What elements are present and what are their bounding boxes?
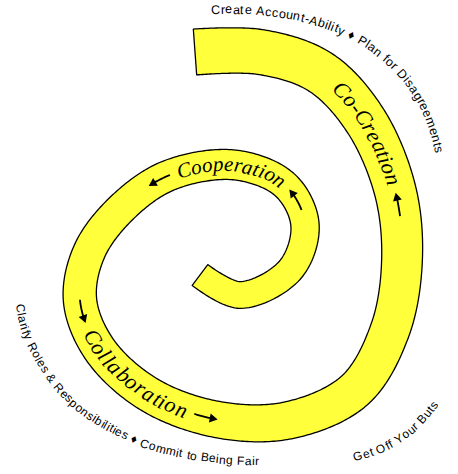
spiral-ribbon (63, 28, 423, 442)
letter: n (219, 452, 227, 467)
letter: t (178, 446, 184, 461)
letter: C (211, 3, 221, 18)
letter: o (189, 448, 198, 463)
letter: r (220, 2, 225, 17)
flow-arrow (194, 414, 217, 423)
arrow-head (289, 189, 297, 198)
letter: t (240, 3, 244, 18)
arrow-head (149, 178, 158, 186)
letter: F (237, 454, 245, 469)
letter: e (244, 3, 252, 18)
arrow-head (393, 193, 402, 202)
letter: ♦ (128, 432, 139, 448)
letter: a (233, 3, 240, 18)
letter: A (255, 4, 265, 20)
letter: e (225, 2, 232, 17)
arrow-head (79, 314, 88, 323)
letter: ♦ (345, 28, 357, 44)
letter: a (245, 454, 252, 469)
flow-arrow (289, 189, 301, 210)
letter: r (255, 454, 259, 469)
letter (252, 3, 256, 18)
arrow-head (209, 414, 218, 423)
letter: g (226, 453, 234, 468)
letter: p (213, 152, 225, 178)
letter: c (264, 4, 272, 20)
flow-arrow (149, 175, 170, 186)
letter: i (252, 454, 255, 468)
flow-arrow (393, 193, 402, 217)
letter: o (201, 152, 215, 178)
flow-arrow (79, 300, 88, 323)
letter (233, 453, 237, 468)
